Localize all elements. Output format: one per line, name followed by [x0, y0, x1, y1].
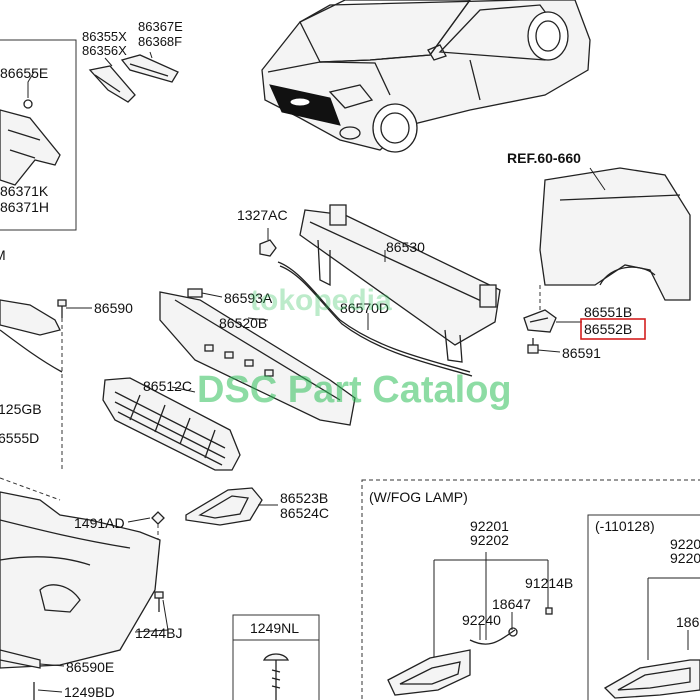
clip-1491ad: [151, 511, 165, 540]
label-86551b: 86551B: [584, 304, 632, 320]
label-86530: 86530: [386, 239, 425, 255]
car-illustration: [261, 0, 591, 153]
cover-86523b: [185, 487, 263, 526]
label-box-110128: (-110128): [595, 518, 655, 534]
label-86524c: 86524C: [280, 505, 329, 521]
label-86552b[interactable]: 86552B: [584, 321, 632, 337]
watermark-tokopedia: tokopedia: [250, 284, 392, 317]
wire-86570d: [277, 261, 473, 377]
label-92240: 92240: [462, 612, 501, 628]
label-86590: 86590: [94, 300, 133, 316]
label-ref-60-660[interactable]: REF.60-660: [507, 150, 581, 166]
deflector-part: [0, 71, 61, 186]
label-fog-lamp-title: (W/FOG LAMP): [369, 489, 468, 505]
label-9220-b: 9220: [670, 550, 700, 566]
label-1249bd: 1249BD: [64, 684, 115, 700]
fender-ref: [539, 167, 691, 301]
label-92201: 92201: [470, 518, 509, 534]
label-91214b: 91214B: [525, 575, 573, 591]
bumper-beam-86530: [299, 204, 501, 363]
absorber-86520b: [159, 291, 356, 426]
watermark-dsc-part-catalog: DSC Part Catalog: [197, 369, 512, 411]
label-86590e: 86590E: [66, 659, 114, 675]
1249nl-box: [232, 614, 320, 700]
label-186: 186: [676, 614, 700, 630]
leader-lines: [37, 292, 369, 693]
label-86355x: 86355X: [82, 29, 127, 44]
bolt-86590: [57, 299, 67, 470]
bolt-86591: [527, 338, 561, 354]
label-86367e: 86367E: [138, 19, 183, 34]
bracket-86551b: [523, 285, 582, 333]
fog-lamp-right: [603, 577, 700, 699]
label-86655e: 86655E: [0, 65, 48, 81]
label-86570d: 86570D: [340, 300, 389, 316]
label-86512c: 86512C: [143, 378, 192, 394]
label-6555d: 6555D: [0, 430, 39, 446]
highlight-86552b: [580, 318, 646, 340]
bracket-parts-top: [88, 51, 179, 103]
label-m-fragment: M: [0, 247, 6, 263]
left-support-bracket: [0, 299, 63, 373]
label-92202: 92202: [470, 532, 509, 548]
grille-86512c: [102, 377, 241, 471]
label-18647: 18647: [492, 596, 531, 612]
box-110128: [587, 514, 700, 700]
label-86368f: 86368F: [138, 34, 182, 49]
label-86593a: 86593A: [224, 290, 273, 306]
bumper-cover: [0, 477, 161, 669]
label-1244bj: 1244BJ: [135, 625, 182, 641]
label-1327ac: 1327AC: [237, 207, 288, 223]
upper-left-callout-box: [0, 39, 77, 231]
label-125gb: 125GB: [0, 401, 42, 417]
label-86523b: 86523B: [280, 490, 328, 506]
label-86371k: 86371K: [0, 183, 49, 199]
label-86591: 86591: [562, 345, 601, 361]
screw-1244bj: [154, 591, 164, 612]
label-1249nl: 1249NL: [250, 620, 299, 636]
clip-86593a: [187, 288, 203, 298]
label-86520b: 86520B: [219, 315, 267, 331]
strip-86590e: [0, 649, 41, 700]
fog-lamp-harness: [387, 552, 553, 696]
label-9220-a: 9220: [670, 536, 700, 552]
label-1491ad: 1491AD: [74, 515, 125, 531]
label-86371h: 86371H: [0, 199, 49, 215]
nut-1327ac: [259, 228, 277, 257]
label-86356x: 86356X: [82, 43, 127, 58]
